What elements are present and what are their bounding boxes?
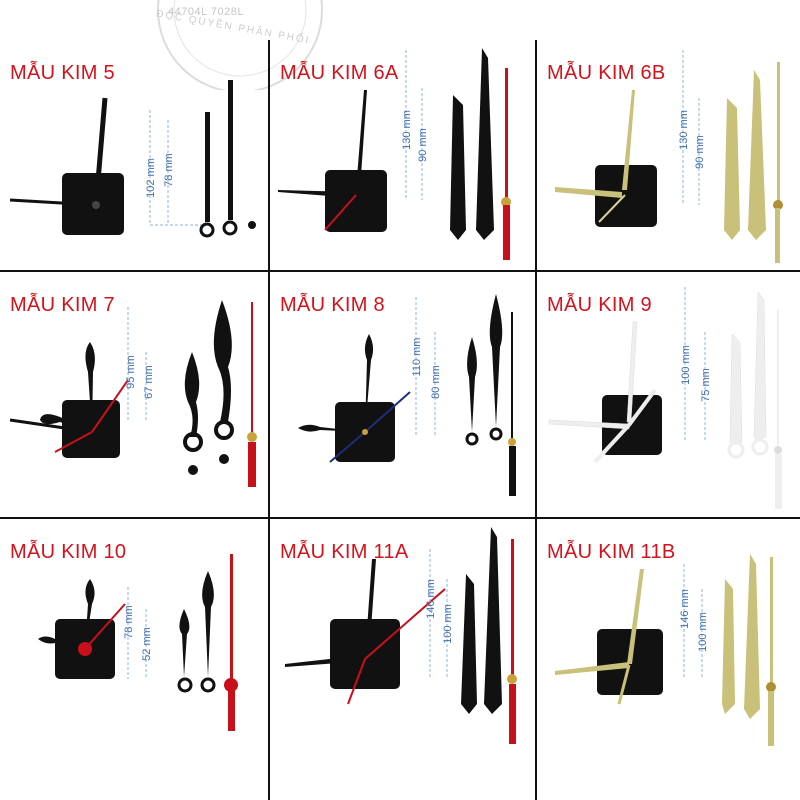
product-title: MẪU KIM 10: [10, 541, 127, 563]
dimension-short: 78 mm: [163, 153, 175, 187]
dimension-short: 100 mm: [697, 612, 709, 652]
dimension-long: 78 mm: [123, 605, 135, 639]
grid-divider-horizontal-2: [0, 517, 800, 519]
dimension-short: 80 mm: [430, 365, 442, 399]
watermark-seal: [140, 0, 340, 95]
product-title: MẪU KIM 7: [10, 294, 115, 316]
clock-illustration: 100 mm 75 mm: [548, 287, 782, 509]
clock-illustration: 95 mm 67 mm: [9, 300, 257, 487]
product-title: MẪU KIM 8: [280, 294, 385, 316]
product-card-kim-6a: MẪU KIM 6A 130 mm 90 mm: [270, 40, 536, 306]
product-card-kim-6b: MẪU KIM 6B 130 mm 90 mm: [537, 40, 800, 306]
dimension-short: 52 mm: [141, 627, 153, 661]
product-card-kim-11a: MẪU KIM 11A 146 mm 100 mm: [270, 519, 536, 785]
product-card-kim-10: MẪU KIM 10 78 mm 52 mm: [0, 519, 266, 785]
clock-illustration: 130 mm 90 mm: [555, 50, 783, 263]
dimension-short: 90 mm: [694, 135, 706, 169]
dimension-long: 102 mm: [145, 158, 157, 198]
grid-divider-horizontal-1: [0, 270, 800, 272]
dimension-short: 75 mm: [700, 368, 712, 402]
clock-illustration: 130 mm 90 mm: [278, 48, 511, 260]
product-title: MẪU KIM 5: [10, 62, 115, 84]
dimension-short: 90 mm: [417, 128, 429, 162]
product-card-kim-7: MẪU KIM 7 95 mm 67 mm: [0, 272, 266, 538]
dimension-short: 67 mm: [143, 365, 155, 399]
clock-illustration: 146 mm 100 mm: [555, 554, 776, 746]
product-title: MẪU KIM 11A: [280, 541, 409, 563]
product-card-kim-5: MẪU KIM 5 102 mm 78 mm: [0, 40, 266, 306]
product-title: MẪU KIM 6A: [280, 62, 399, 84]
watermark-code: 44704L 7028L: [168, 6, 244, 18]
product-title: MẪU KIM 11B: [547, 541, 676, 563]
grid-divider-vertical-2: [535, 40, 537, 800]
product-title: MẪU KIM 9: [547, 294, 652, 316]
product-title: MẪU KIM 6B: [547, 62, 666, 84]
grid-divider-vertical-1: [268, 40, 270, 800]
clock-illustration: 110 mm 80 mm: [298, 294, 516, 496]
dimension-long: 95 mm: [125, 355, 137, 389]
dimension-long: 130 mm: [401, 110, 413, 150]
clock-illustration: 78 mm 52 mm: [38, 554, 238, 731]
clock-illustration: 102 mm 78 mm: [9, 80, 256, 238]
product-card-kim-9: MẪU KIM 9 100 mm 75 mm: [537, 272, 800, 538]
product-card-kim-11b: MẪU KIM 11B 146 mm 100 mm: [537, 519, 800, 785]
dimension-short: 100 mm: [442, 604, 454, 644]
dimension-long: 130 mm: [678, 110, 690, 150]
product-card-kim-8: MẪU KIM 8 110 mm 80 mm: [270, 272, 536, 538]
dimension-long: 146 mm: [425, 579, 437, 619]
dimension-long: 100 mm: [680, 345, 692, 385]
clock-illustration: 146 mm 100 mm: [285, 527, 517, 744]
dimension-long: 146 mm: [679, 589, 691, 629]
dimension-long: 110 mm: [411, 338, 423, 377]
